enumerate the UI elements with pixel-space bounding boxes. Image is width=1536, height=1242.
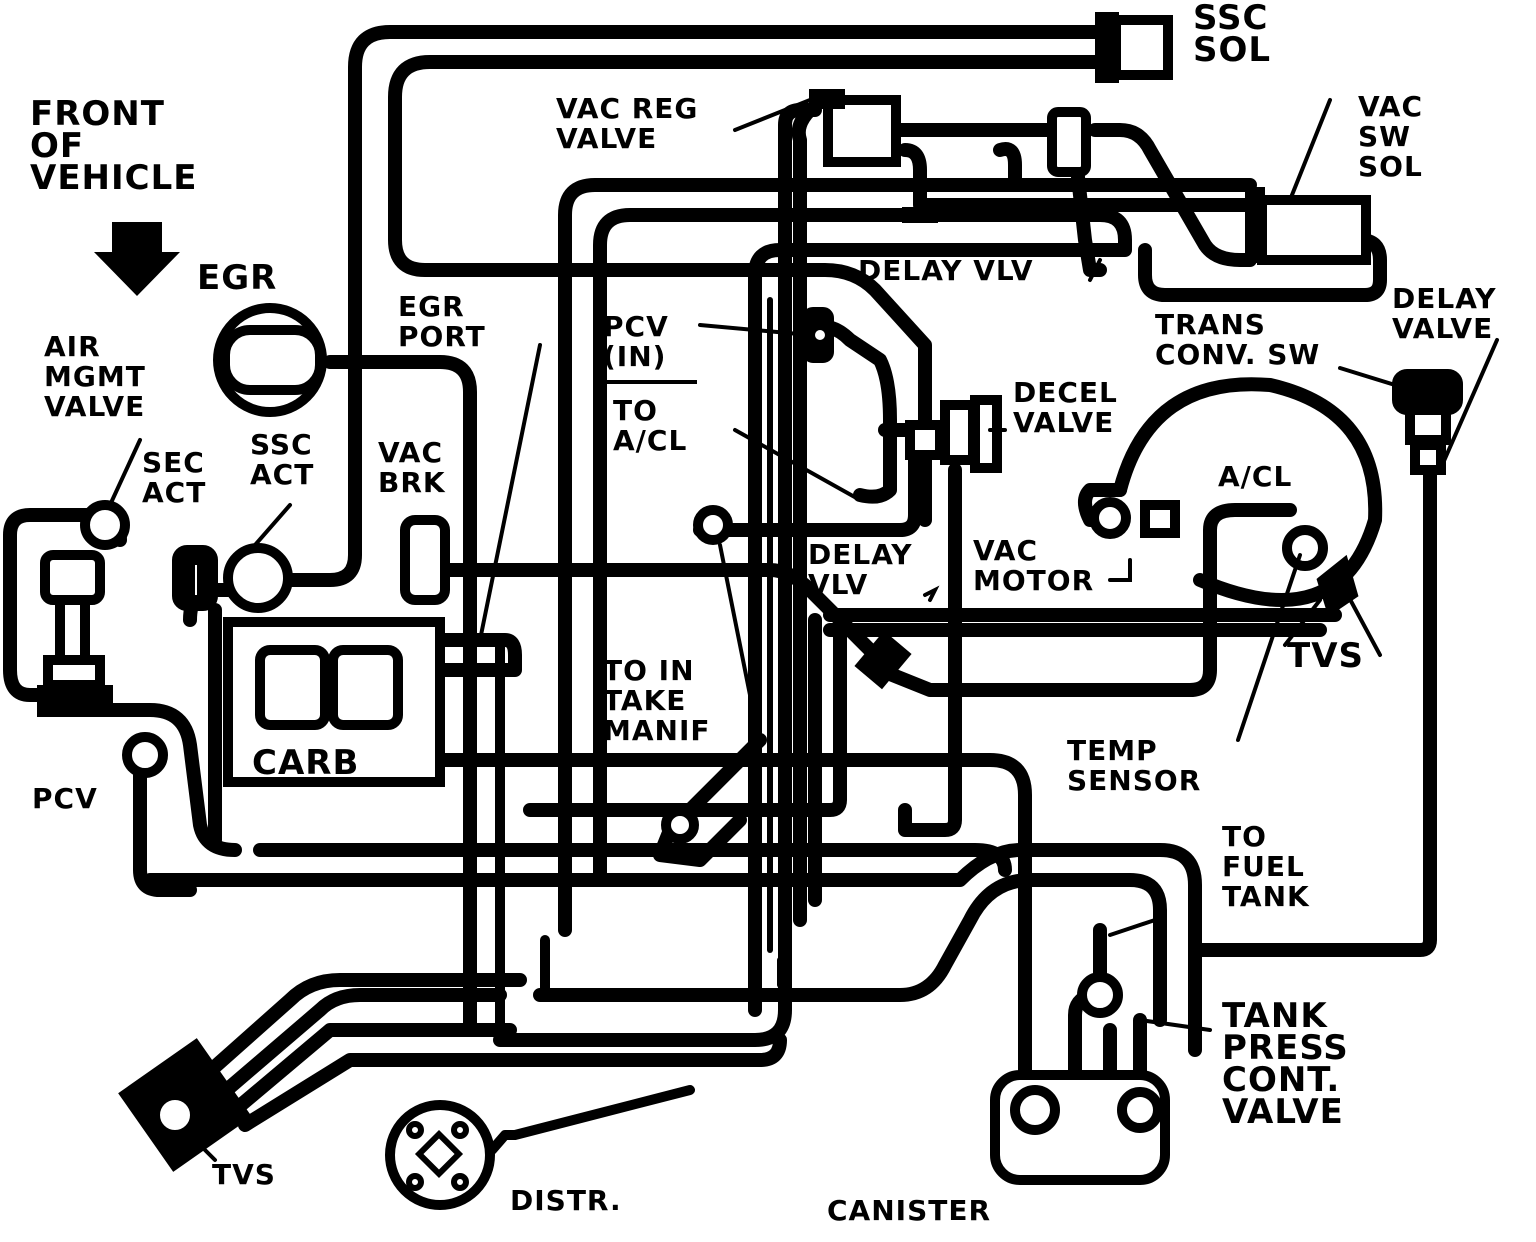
tvs-right — [1316, 554, 1359, 617]
carb — [223, 617, 445, 787]
label-delay-vlv-top: DELAY VLV — [858, 254, 1034, 287]
label-tvs-right: TVS — [1287, 636, 1364, 676]
label-trans-conv-sw: TRANS CONV. SW — [1155, 308, 1321, 371]
label-tank-press-cont-valve: TANK PRESS CONT. VALVE — [1222, 996, 1349, 1132]
delay-vlv-mid — [854, 630, 912, 690]
label-leader-lines — [108, 96, 1499, 1162]
delay-vlv-top — [1047, 107, 1091, 177]
label-pcv-left: PCV — [32, 782, 98, 815]
label-egr: EGR — [197, 258, 278, 298]
tvs-bottom — [118, 1038, 252, 1172]
label-decel-valve: DECEL VALVE — [1013, 376, 1118, 439]
label-front-of-vehicle: FRONT OF VEHICLE — [30, 94, 198, 198]
label-delay-valve-right: DELAY VALVE — [1392, 282, 1497, 345]
vac-brk — [400, 515, 450, 605]
sec-act — [172, 545, 218, 611]
distributor — [385, 1085, 695, 1210]
label-delay-vlv-mid: DELAY VLV — [808, 538, 913, 601]
label-vac-reg-valve: VAC REG VALVE — [556, 92, 699, 155]
label-ssc-act: SSC ACT — [250, 428, 315, 491]
pcv-valve-left — [122, 732, 168, 778]
vac-sw-sol — [1245, 187, 1371, 265]
label-sec-act: SEC ACT — [142, 446, 207, 509]
label-pcv-in: PCV (IN) — [603, 310, 669, 373]
label-vac-motor: VAC MOTOR — [973, 534, 1095, 597]
label-distr: DISTR. — [510, 1184, 622, 1217]
air-mgmt-valve — [37, 500, 130, 717]
label-air-mgmt-valve: AIR MGMT VALVE — [44, 330, 146, 423]
tank-press-cont-valve — [1077, 972, 1123, 1018]
ssc-sol — [1095, 12, 1173, 83]
ssc-act — [223, 543, 293, 613]
thin-hoses — [495, 297, 783, 1045]
label-tvs-bottom: TVS — [212, 1158, 276, 1191]
label-vac-brk: VAC BRK — [378, 436, 446, 499]
egr-valve — [213, 303, 327, 417]
label-to-fuel-tank: TO FUEL TANK — [1222, 820, 1310, 913]
vac-reg-valve — [809, 89, 938, 223]
label-temp-sensor: TEMP SENSOR — [1067, 734, 1202, 797]
label-to-intake-manif: TO IN TAKE MANIF — [603, 654, 711, 747]
to-intake-manif-fitting — [661, 505, 733, 844]
label-ssc-sol: SSC SOL — [1193, 0, 1272, 70]
label-to-acl: TO A/CL — [613, 394, 688, 457]
label-a-cl: A/CL — [1218, 460, 1293, 493]
front-direction-arrow-icon — [94, 222, 180, 296]
canister — [990, 1070, 1170, 1185]
delay-valve-right — [1392, 369, 1463, 475]
air-cleaner — [1089, 497, 1328, 571]
label-vac-sw-sol: VAC SW SOL — [1358, 90, 1423, 183]
label-carb: CARB — [252, 743, 360, 783]
label-canister: CANISTER — [827, 1194, 992, 1227]
decel-valve — [905, 395, 1002, 473]
label-egr-port: EGR PORT — [398, 290, 486, 353]
vacuum-hoses — [3, 25, 1437, 1137]
fraction-divider — [605, 380, 697, 384]
